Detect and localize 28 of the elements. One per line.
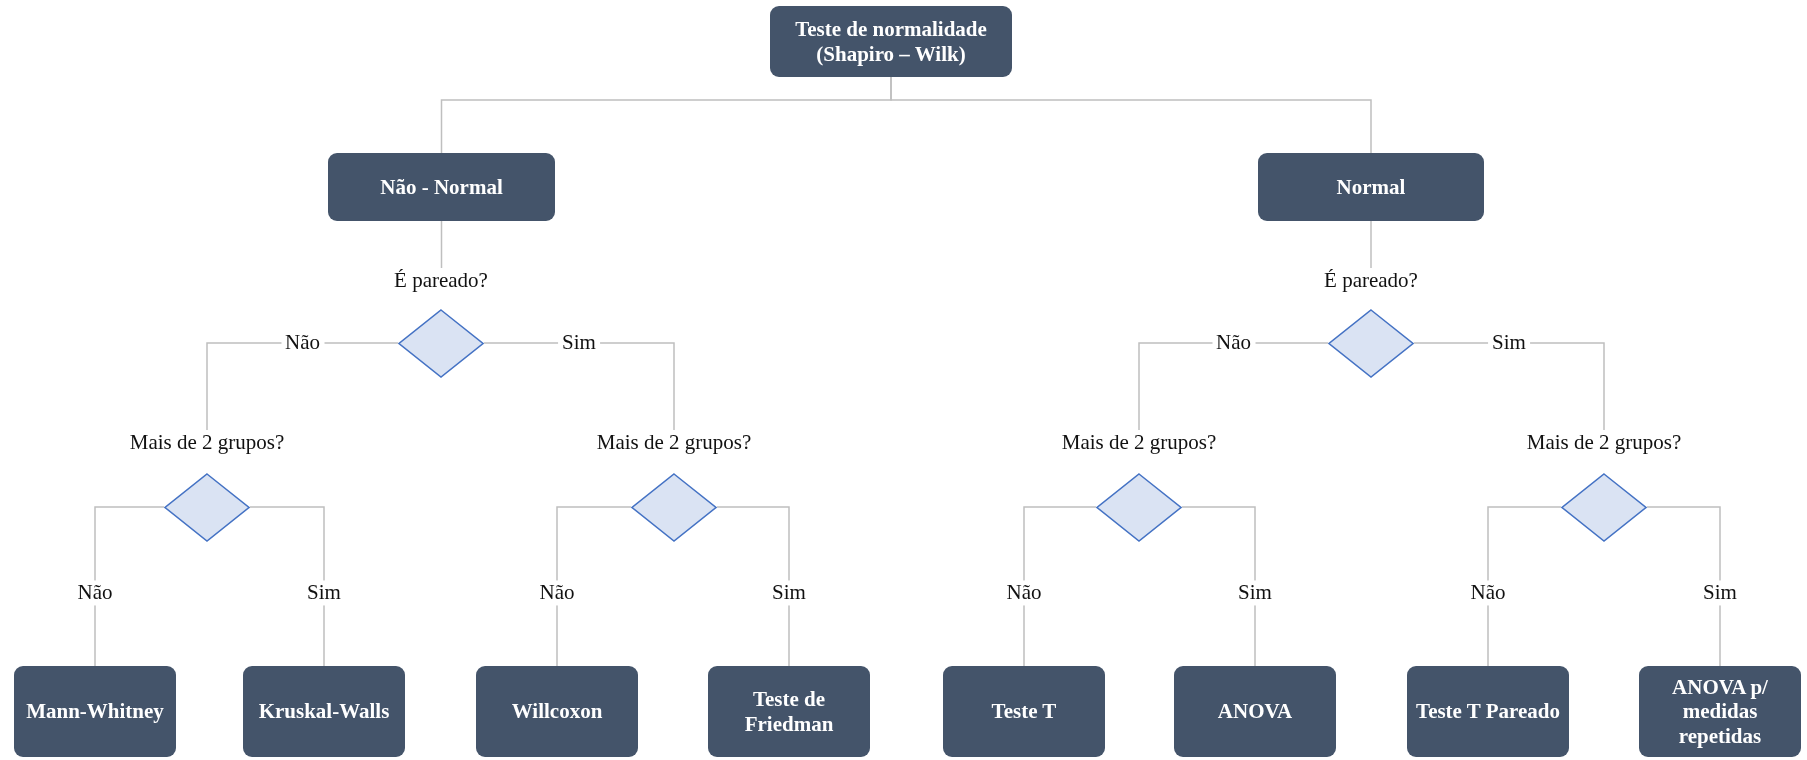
connector-line — [94, 506, 165, 667]
process-box: Willcoxon — [476, 666, 638, 757]
connector-line — [440, 220, 443, 269]
question-text: Mais de 2 grupos? — [1526, 430, 1682, 454]
connector-line — [716, 506, 790, 667]
question-text: Mais de 2 grupos? — [596, 430, 752, 454]
process-box: Não - Normal — [328, 153, 555, 221]
process-box: Teste T Pareado — [1407, 666, 1569, 757]
connector-line — [890, 76, 1372, 154]
process-box: Kruskal-Walls — [243, 666, 405, 757]
process-box: ANOVA p/ medidas repetidas — [1639, 666, 1801, 757]
process-box: Teste T — [943, 666, 1105, 757]
connector-line — [1646, 506, 1721, 667]
process-box: Normal — [1258, 153, 1484, 221]
question-text: É pareado? — [394, 268, 488, 292]
process-box: Teste de normalidade (Shapiro – Wilk) — [770, 6, 1012, 77]
process-box: Mann-Whitney — [14, 666, 176, 757]
connector-line — [1023, 506, 1097, 667]
connector-line — [1370, 220, 1372, 269]
connector-line — [1487, 506, 1562, 667]
question-text: É pareado? — [1324, 268, 1418, 292]
process-box: Teste de Friedman — [708, 666, 870, 757]
question-text: Mais de 2 grupos? — [129, 430, 285, 454]
connector-line — [1181, 506, 1256, 667]
process-box: ANOVA — [1174, 666, 1336, 757]
connector-line — [249, 506, 325, 667]
question-text: Mais de 2 grupos? — [1061, 430, 1217, 454]
connector-line — [556, 506, 632, 667]
